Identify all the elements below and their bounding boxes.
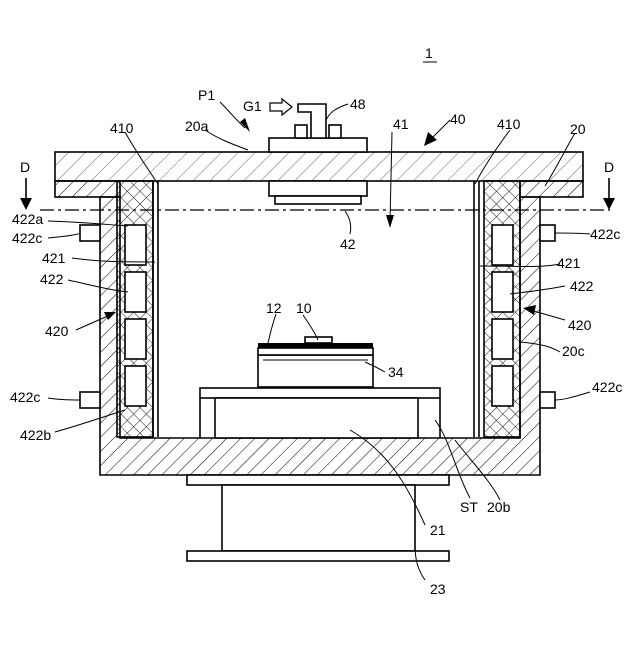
d-arrowhead-right <box>603 198 615 210</box>
left-heater-block-2 <box>125 272 146 312</box>
label-34: 34 <box>388 364 404 380</box>
substrate-10 <box>258 348 373 355</box>
p1-leader <box>220 102 245 128</box>
top-fitting-nub-1 <box>295 125 307 138</box>
g1-arrow <box>270 99 292 115</box>
label-d-left: D <box>20 159 30 175</box>
label-421-right: 421 <box>557 255 581 271</box>
connector-right-bottom <box>540 392 555 408</box>
right-heater-block-4 <box>492 366 513 406</box>
left-flange <box>55 181 120 197</box>
right-heater-block-3 <box>492 319 513 359</box>
left-heater-block-3 <box>125 319 146 359</box>
label-420-left: 420 <box>45 323 69 339</box>
right-heater-block-1 <box>492 225 513 265</box>
label-20b: 20b <box>487 499 511 515</box>
label-21: 21 <box>430 522 446 538</box>
left-heater-block-4 <box>125 366 146 406</box>
d-arrowhead-left <box>20 198 32 210</box>
label-st: ST <box>460 499 478 515</box>
stage-base <box>215 398 418 438</box>
shaft-collar <box>187 475 449 485</box>
right-flange <box>520 181 583 197</box>
label-p1: P1 <box>198 87 215 103</box>
right-heater-block-2 <box>492 272 513 312</box>
label-42: 42 <box>340 236 356 252</box>
label-20a: 20a <box>185 118 209 134</box>
label-410-right: 410 <box>497 116 521 132</box>
label-422c-right-bottom: 422c <box>592 379 622 395</box>
shaft-21 <box>222 485 415 551</box>
arrowhead-40 <box>424 132 437 146</box>
substrate-top <box>305 337 332 343</box>
base-plate-23 <box>187 551 449 561</box>
label-20: 20 <box>570 121 586 137</box>
label-422-right: 422 <box>570 278 594 294</box>
stage-st <box>200 388 440 398</box>
label-40: 40 <box>450 111 466 127</box>
label-420-right: 420 <box>568 317 592 333</box>
left-heater-block-1 <box>125 225 146 265</box>
top-fitting-base <box>269 138 367 152</box>
figure-number: 1 <box>425 45 433 61</box>
arrow-41-head <box>386 215 394 228</box>
label-12: 12 <box>266 300 282 316</box>
label-422b: 422b <box>20 427 51 443</box>
label-422a: 422a <box>12 211 43 227</box>
label-410-left: 410 <box>110 120 134 136</box>
label-20c: 20c <box>562 343 585 359</box>
label-d-right: D <box>604 159 614 175</box>
lid-attachment-42b <box>275 196 361 204</box>
lid-attachment-42 <box>269 181 367 196</box>
label-422c-left-bottom: 422c <box>10 389 40 405</box>
lid-plate <box>55 152 583 181</box>
label-41: 41 <box>393 116 409 132</box>
label-422c-right-top: 422c <box>590 226 620 242</box>
label-10: 10 <box>296 300 312 316</box>
label-421-left: 421 <box>42 250 66 266</box>
label-23: 23 <box>430 581 446 597</box>
label-48: 48 <box>350 96 366 112</box>
connector-left-top <box>80 225 100 241</box>
leader-40 <box>432 120 450 138</box>
label-422c-left-top: 422c <box>12 230 42 246</box>
connector-left-bottom <box>80 392 100 408</box>
label-g1: G1 <box>243 98 262 114</box>
top-fitting-nub-2 <box>329 125 341 138</box>
connector-right-top <box>540 225 555 241</box>
label-422-left: 422 <box>40 271 64 287</box>
